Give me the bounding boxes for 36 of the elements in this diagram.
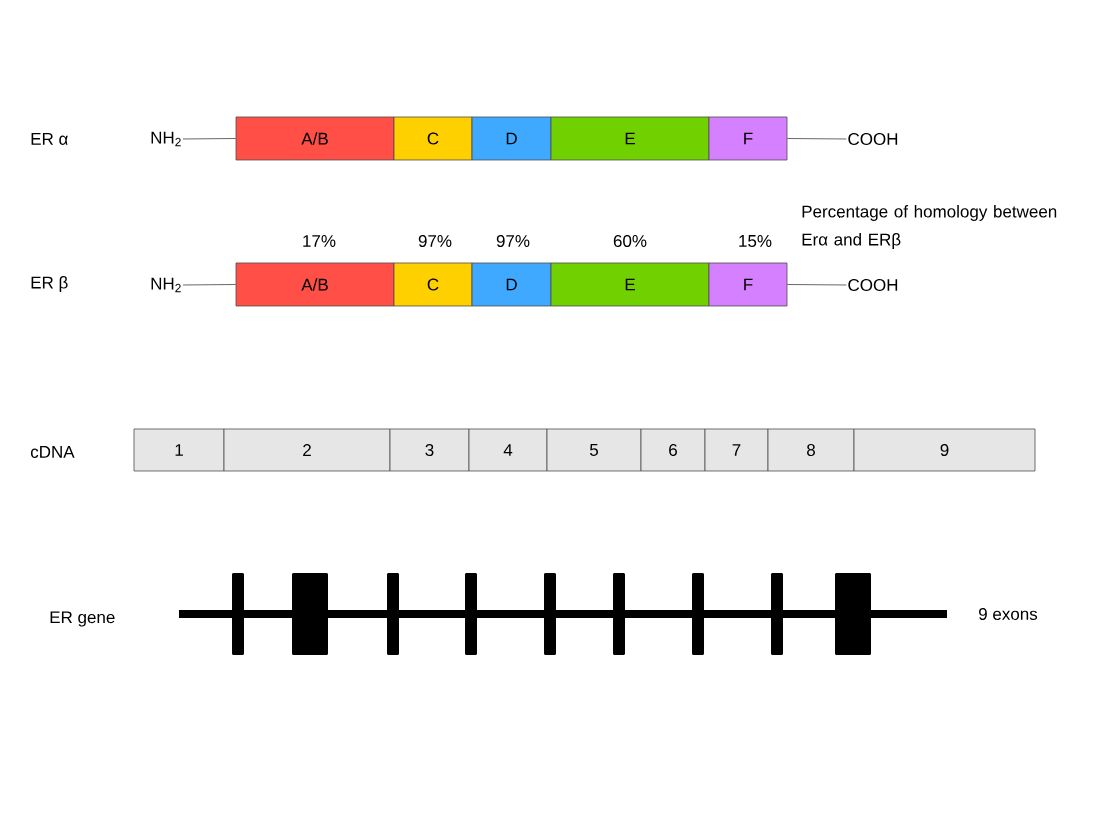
row-label: cDNA: [30, 446, 75, 458]
exon-segment: 6: [640, 428, 706, 472]
exon-segment: 7: [704, 428, 769, 472]
row-label: 9 exons: [979, 607, 1038, 620]
percentage-label: 15%: [739, 235, 772, 247]
note-text: Percentage of homology between Erα and ERβ: [802, 205, 1057, 249]
connector-line: [182, 284, 236, 286]
exon-segment: 4: [468, 428, 548, 472]
row-label: ER gene: [50, 611, 115, 627]
connector-line: [787, 138, 847, 140]
domain-box: F: [708, 262, 788, 307]
domain-box: E: [550, 262, 710, 307]
percentage-label: 17%: [303, 235, 336, 247]
connector-line: [182, 138, 236, 140]
terminus-label: COOH: [848, 133, 898, 145]
terminus-label: NH$_{2}$: [151, 131, 181, 147]
percentage-label: 97%: [418, 235, 452, 247]
terminus-label: COOH: [848, 279, 898, 291]
percentage-label: 97%: [496, 235, 530, 247]
exon-segment: 8: [767, 428, 855, 472]
percentage-label: 60%: [613, 235, 647, 247]
terminus-label: NH$_{2}$: [151, 277, 181, 293]
domain-box: E: [550, 116, 710, 161]
exon-segment: 1: [133, 428, 225, 472]
domain-box: D: [471, 262, 552, 307]
row-label: ER β: [31, 276, 68, 292]
domain-box: C: [393, 262, 473, 307]
domain-box: F: [708, 116, 788, 161]
domain-box: D: [471, 116, 552, 161]
row-label: ER α: [31, 133, 68, 145]
domain-box: C: [393, 116, 473, 161]
domain-box: A/B: [235, 262, 395, 307]
exon-segment: 3: [389, 428, 470, 472]
domain-box: A/B: [235, 116, 395, 161]
connector-line: [787, 284, 847, 286]
exon-segment: 5: [546, 428, 642, 472]
